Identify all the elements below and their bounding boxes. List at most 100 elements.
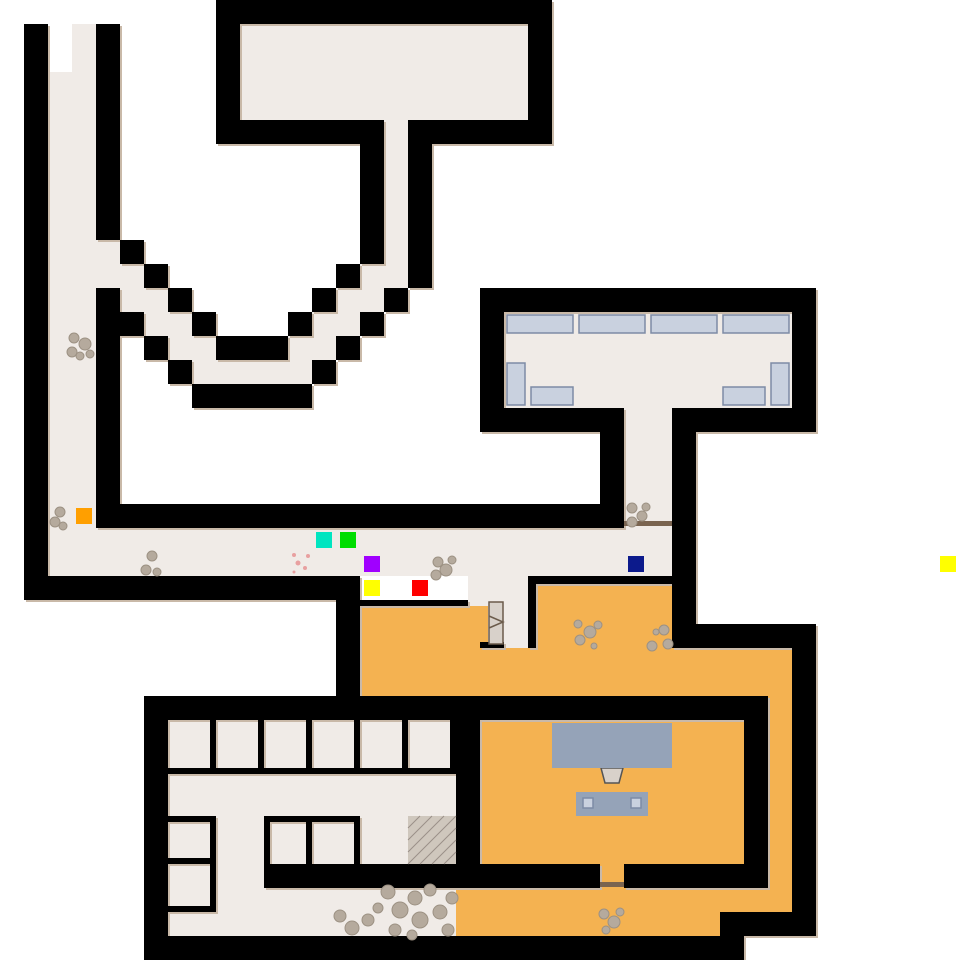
rubble-stone — [411, 911, 429, 929]
door[interactable] — [600, 882, 624, 887]
blood-splatter — [295, 560, 301, 566]
rubble-stone — [407, 890, 423, 906]
rubble-stone — [601, 925, 611, 935]
wall — [528, 576, 672, 584]
rubble-stone — [68, 332, 80, 344]
wall — [312, 360, 336, 384]
rubble-stone — [646, 640, 658, 652]
wall — [168, 816, 216, 822]
door[interactable] — [624, 521, 672, 526]
markers — [76, 508, 956, 596]
rubble-pile — [140, 550, 162, 577]
rubble-stone — [75, 351, 85, 361]
orange-marker[interactable] — [76, 508, 92, 524]
wall — [408, 120, 432, 288]
rubble-stone — [406, 929, 418, 941]
blood-splatter — [292, 553, 296, 557]
wall — [480, 642, 504, 648]
hazard-floor-tile — [536, 584, 672, 648]
wall — [24, 576, 360, 600]
bench — [650, 314, 718, 334]
rubble-stone — [430, 569, 442, 581]
wall — [144, 696, 168, 960]
rubble-stone — [333, 909, 347, 923]
rubble-pile — [430, 555, 457, 581]
rubble-pile — [626, 502, 651, 528]
rubble-stone — [590, 642, 598, 650]
rubble-stone — [49, 516, 61, 528]
panel-button[interactable] — [630, 797, 642, 809]
wall — [456, 720, 480, 888]
floor-tile — [192, 360, 312, 384]
floor-tile — [48, 24, 96, 576]
floor-tile — [360, 264, 408, 288]
console[interactable] — [552, 723, 672, 768]
rubble-stone — [441, 923, 455, 937]
rubble-stone — [583, 625, 597, 639]
rubble-stone — [432, 556, 444, 568]
panel-button[interactable] — [582, 797, 594, 809]
rubble-pile — [66, 332, 95, 361]
purple-marker[interactable] — [364, 556, 380, 572]
rubble-pile — [333, 883, 459, 941]
bench — [530, 386, 574, 406]
wall — [168, 768, 456, 774]
rubble-stone — [152, 567, 162, 577]
wall — [216, 120, 384, 144]
stairs-down[interactable] — [600, 767, 624, 784]
rubble-stone — [445, 891, 459, 905]
wall — [216, 0, 552, 24]
walls — [24, 0, 816, 960]
props — [407, 521, 672, 887]
floor-tile — [120, 288, 168, 312]
hatch-lines — [407, 815, 457, 865]
floor-tile — [336, 288, 384, 312]
rubble-stone — [423, 883, 437, 897]
floor-tile — [96, 264, 144, 288]
blood-splatter — [292, 570, 296, 574]
wall — [336, 336, 360, 360]
floor-tile — [144, 312, 192, 336]
wall — [360, 600, 468, 606]
rubble-stone — [372, 902, 384, 914]
floor-tile — [168, 336, 216, 360]
rubble-stone — [54, 506, 66, 518]
wall — [306, 816, 312, 864]
rubble-stone — [447, 555, 457, 565]
wall — [168, 360, 192, 384]
wall — [120, 240, 144, 264]
wall — [168, 858, 216, 864]
rubble-stone — [658, 624, 670, 636]
corridor-gap — [48, 24, 72, 72]
green-marker[interactable] — [340, 532, 356, 548]
wall — [600, 408, 624, 528]
navy-marker[interactable] — [628, 556, 644, 572]
rubble-stone — [146, 550, 158, 562]
floor-tile — [96, 240, 120, 264]
wall — [210, 816, 216, 912]
yellow-far-marker[interactable] — [940, 556, 956, 572]
yellow-marker[interactable] — [364, 580, 380, 596]
bench — [506, 362, 526, 406]
cyan-marker[interactable] — [316, 532, 332, 548]
wall — [210, 720, 216, 768]
wall — [336, 576, 360, 696]
wall — [402, 720, 408, 768]
wall — [96, 504, 624, 528]
wall — [168, 906, 216, 912]
rubble-stone — [391, 901, 409, 919]
wall — [96, 24, 120, 240]
wall — [144, 336, 168, 360]
blood-splatter — [306, 554, 310, 558]
rubble-stone — [652, 628, 660, 636]
rubble — [49, 332, 674, 941]
rubble-stone — [662, 638, 674, 650]
stairs[interactable] — [488, 601, 505, 645]
floor-tile — [288, 336, 336, 360]
red-marker[interactable] — [412, 580, 428, 596]
wall — [360, 120, 384, 264]
wall — [354, 816, 360, 864]
wall — [354, 720, 360, 768]
wall — [450, 720, 456, 768]
